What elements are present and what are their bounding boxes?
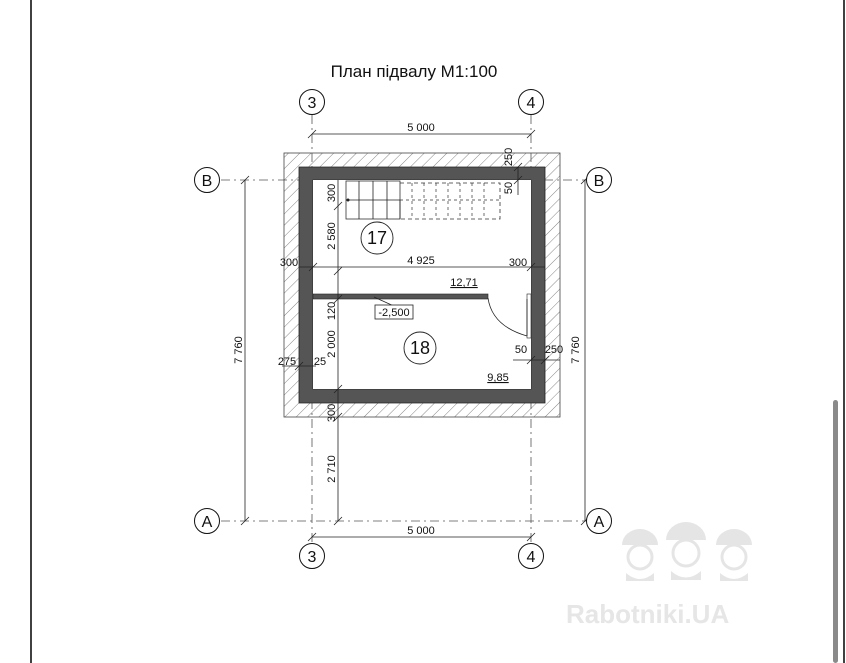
svg-text:3: 3 bbox=[308, 95, 317, 112]
dim-left-120: 120 bbox=[326, 302, 338, 320]
svg-text:В: В bbox=[202, 173, 213, 190]
dim-right-total: 7 760 bbox=[570, 336, 582, 364]
door-jamb bbox=[526, 293, 532, 339]
room-18[interactable]: 18 9,85 bbox=[403, 331, 509, 384]
axis-bubble-v-left: В bbox=[194, 167, 220, 193]
axis-bubble-v-right: В bbox=[586, 167, 612, 193]
dim-left-275: 275 bbox=[278, 356, 296, 368]
dim-left-300-mid: 300 bbox=[280, 257, 298, 269]
dim-left-25: 25 bbox=[314, 356, 326, 368]
dim-left-2580: 2 580 bbox=[326, 222, 338, 250]
dim-top-wall: 250 bbox=[503, 148, 515, 166]
axis-bubble-3-bottom: 3 bbox=[299, 543, 325, 569]
partition-wall bbox=[312, 293, 489, 300]
level-mark-box bbox=[374, 304, 414, 320]
room-17-area: 12,71 bbox=[450, 277, 478, 289]
dim-left-2000: 2 000 bbox=[326, 330, 338, 358]
svg-text:А: А bbox=[202, 514, 213, 531]
dim-left-total: 7 760 bbox=[233, 336, 245, 364]
dim-right-300-mid: 300 bbox=[509, 257, 527, 269]
room-18-number: 18 bbox=[410, 338, 430, 358]
dim-left-300-upper: 300 bbox=[326, 184, 338, 202]
plan-title: План підвалу М1:100 bbox=[331, 62, 498, 81]
room-17-marker bbox=[360, 221, 394, 255]
room-17-number: 17 bbox=[367, 228, 387, 248]
axis-bubble-a-left: А bbox=[194, 508, 220, 534]
axis-bubble-4-bottom: 4 bbox=[518, 543, 544, 569]
svg-text:В: В bbox=[594, 173, 605, 190]
dim-left-2710: 2 710 bbox=[326, 455, 338, 483]
svg-text:4: 4 bbox=[527, 549, 536, 566]
level-mark: -2,500 bbox=[378, 307, 409, 319]
svg-text:А: А bbox=[594, 514, 605, 531]
svg-text:3: 3 bbox=[308, 549, 317, 566]
room-18-marker bbox=[403, 331, 437, 365]
dim-right-250: 250 bbox=[545, 344, 563, 356]
watermark-text: Rabotniki.UA bbox=[566, 599, 729, 629]
watermark: Rabotniki.UA bbox=[566, 522, 752, 629]
room-17[interactable]: 17 12,71 bbox=[360, 221, 478, 289]
dim-right-50: 50 bbox=[515, 344, 527, 356]
dim-bottom-span: 5 000 bbox=[407, 525, 435, 537]
axis-bubble-a-right: А bbox=[586, 508, 612, 534]
svg-text:4: 4 bbox=[527, 95, 536, 112]
staircase bbox=[345, 180, 501, 220]
room-18-area: 9,85 bbox=[487, 372, 508, 384]
dimension-lines bbox=[240, 129, 590, 542]
dim-top-span: 5 000 bbox=[407, 122, 435, 134]
dim-left-300-lower: 300 bbox=[326, 404, 338, 422]
axis-bubble-3-top: 3 bbox=[299, 89, 325, 115]
workers-helmet-icon bbox=[622, 522, 752, 581]
scrollbar-thumb[interactable] bbox=[833, 400, 838, 663]
dim-inner-width: 4 925 bbox=[407, 255, 435, 267]
door bbox=[487, 297, 528, 337]
axis-bubble-4-top: 4 bbox=[518, 89, 544, 115]
dim-top-gap: 50 bbox=[503, 182, 515, 194]
